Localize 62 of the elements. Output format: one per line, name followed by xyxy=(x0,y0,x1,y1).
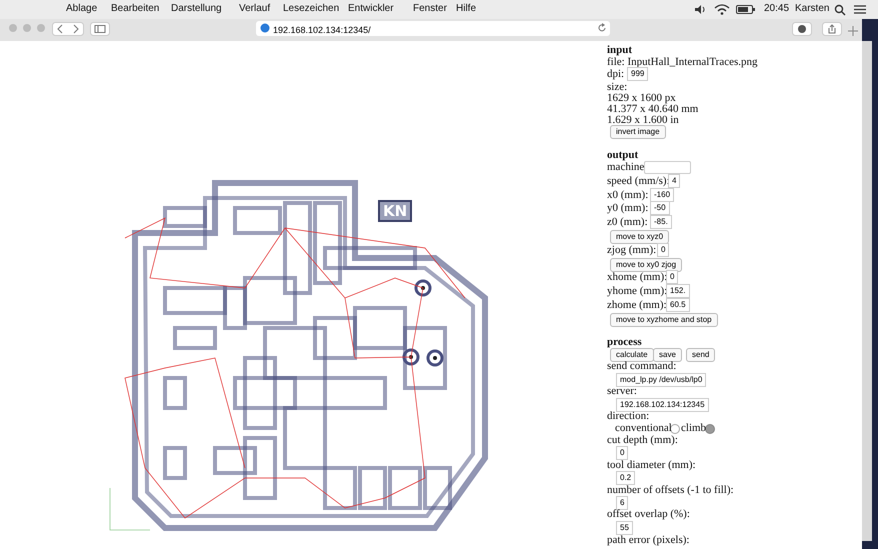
field-label: yhome (mm): xyxy=(607,285,668,297)
menu-item: Hilfe xyxy=(456,3,476,14)
button: calculate xyxy=(610,348,654,362)
field-label: xhome (mm): xyxy=(607,271,668,283)
menu-item: Lesezeichen xyxy=(283,3,340,14)
input-field: 999 xyxy=(627,67,648,81)
field-label: speed (mm/s): xyxy=(607,175,670,187)
input-field: 192.168.102.134:12345 xyxy=(616,398,709,412)
button: move to xyzhome and stop xyxy=(610,313,718,327)
field-label: dpi: xyxy=(607,68,624,80)
section-heading: input xyxy=(607,44,632,56)
field-label: size: xyxy=(607,81,628,93)
input-field: 0 xyxy=(666,270,678,284)
field-label: 41.377 x 40.640 mm xyxy=(607,103,698,115)
field-label: number of offsets (-1 to fill): xyxy=(607,484,734,496)
input-field: 55 xyxy=(616,521,633,535)
user-name: Karsten xyxy=(795,3,830,14)
input-field: 0.2 xyxy=(616,471,636,485)
section-heading: process xyxy=(607,336,642,348)
input-field: 0 xyxy=(657,243,670,257)
field-label: x0 (mm): xyxy=(607,189,648,201)
clock-text: 20:45 xyxy=(764,3,790,14)
input-field: 60.5 xyxy=(666,298,690,312)
field-label: zjog (mm): xyxy=(607,244,656,256)
input-field: -50 xyxy=(650,201,670,215)
field-label: direction: xyxy=(607,410,650,422)
button: move to xy0 zjog xyxy=(610,258,682,272)
field-label: cut depth (mm): xyxy=(607,434,678,446)
field-label: tool diameter (mm): xyxy=(607,459,696,471)
input-field: -160 xyxy=(650,188,674,202)
field-label: path error (pixels): xyxy=(607,534,690,546)
button: invert image xyxy=(610,125,666,139)
menu-item: Entwickler xyxy=(348,3,394,14)
input-field: 4 xyxy=(668,174,680,188)
menu-item: Darstellung xyxy=(171,3,222,14)
button: save xyxy=(653,348,682,362)
field-label: zhome (mm): xyxy=(607,299,667,311)
field-label: offset overlap (%): xyxy=(607,508,690,520)
field-label: 1629 x 1600 px xyxy=(607,92,676,104)
url-text: 192.168.102.134:12345/ xyxy=(273,25,371,35)
input-field: 0 xyxy=(616,446,628,460)
board-text: KN xyxy=(378,200,412,222)
field-label: conventional xyxy=(615,422,672,434)
field-label: 1.629 x 1.600 in xyxy=(607,114,679,126)
input-field: -85. xyxy=(650,215,672,229)
field-label: machine xyxy=(607,161,644,173)
input-field: mod_lp.py /dev/usb/lp0 xyxy=(616,373,706,387)
field-label: y0 (mm): xyxy=(607,202,648,214)
field-label: file: InputHall_InternalTraces.png xyxy=(607,56,758,68)
field-label: climb xyxy=(681,422,706,434)
input-field: 152. xyxy=(666,284,690,298)
button: move to xyz0 xyxy=(610,230,670,244)
menu-item: Verlauf xyxy=(239,3,270,14)
button: send xyxy=(686,348,716,362)
menu-item: Bearbeiten xyxy=(111,3,160,14)
input-field: 6 xyxy=(616,496,628,510)
menu-item: Fenster xyxy=(413,3,447,14)
field-label: server: xyxy=(607,385,637,397)
field-label: z0 (mm): xyxy=(607,216,648,228)
field-label: send command: xyxy=(607,360,676,372)
section-heading: output xyxy=(607,149,638,161)
menu-item: Ablage xyxy=(66,3,98,14)
